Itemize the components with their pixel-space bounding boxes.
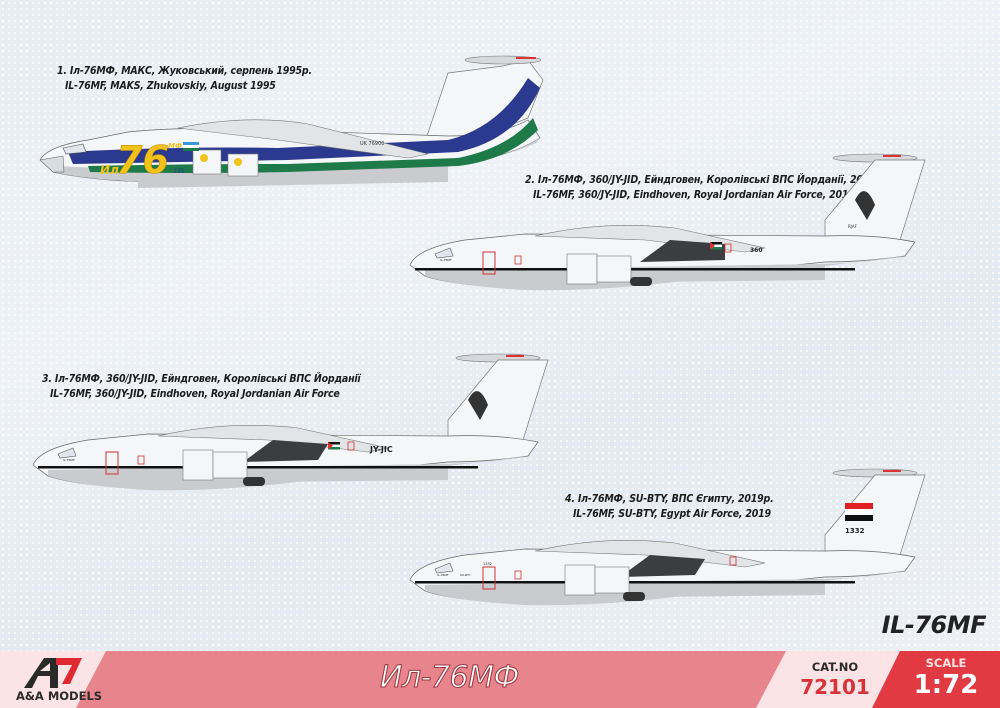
nose-type-text: IL-76MF: [63, 458, 75, 462]
tail-text: RJAF: [848, 224, 858, 229]
nose-type-text: IL-76MF: [437, 573, 449, 577]
side-number: 335: [173, 168, 185, 175]
mf-suffix-marking: МФ: [168, 142, 182, 150]
registration-marking: JY-JIC: [369, 445, 393, 454]
caption-english: IL-76MF, MAKS, Zhukovskiy, August 1995: [65, 80, 276, 92]
tail-number: 360: [750, 247, 763, 254]
catalog-number: 72101: [800, 675, 870, 699]
aircraft-profile-1: 76 Ил МФ UK 76900 335: [39, 55, 544, 188]
scheme-4-caption: 4. Іл-76МФ, SU-BTY, ВПС Єгипту, 2019р. I…: [565, 492, 774, 522]
tail-number: 1332: [845, 527, 865, 535]
aircraft-profile-4: 1332 1332 IL-76MF SU-BTY: [409, 468, 926, 606]
scheme-3-caption: 3. Іл-76МФ, 360/JY-JID, Ейндговен, Корол…: [42, 372, 361, 402]
caption-ukrainian: 2. Іл-76МФ, 360/JY-JID, Ейндговен, Корол…: [525, 174, 886, 186]
product-name-band: [76, 651, 786, 708]
catalog-label: CAT.NO: [811, 660, 859, 674]
brand-name: A&A MODELS: [16, 689, 103, 703]
caption-english: IL-76MF, SU-BTY, Egypt Air Force, 2019: [573, 508, 771, 520]
scale-label: SCALE: [925, 656, 967, 670]
caption-ukrainian: 3. Іл-76МФ, 360/JY-JID, Ейндговен, Корол…: [42, 373, 361, 385]
product-name: Ил-76МФ: [380, 660, 520, 696]
caption-english: IL-76MF, 360/JY-JID, Eindhoven, Royal Jo…: [50, 388, 340, 400]
big-76-marking: 76: [116, 138, 169, 182]
aircraft-type-title: IL-76MF: [881, 611, 987, 639]
scheme-1-caption: 1. Іл-76МФ, МАКС, Жуковський, серпень 19…: [57, 64, 312, 94]
caption-english: IL-76MF, 360/JY-JID, Eindhoven, Royal Jo…: [533, 189, 855, 201]
scale-value: 1:72: [913, 670, 979, 700]
registration-marking: UK 76900: [360, 141, 384, 147]
scheme-2-caption: 2. Іл-76МФ, 360/JY-JID, Ейндговен, Корол…: [525, 173, 886, 203]
registration-marking: SU-BTY: [460, 573, 471, 577]
il-prefix-marking: Ил: [100, 163, 119, 177]
door-number: 1332: [483, 562, 492, 566]
caption-ukrainian: 1. Іл-76МФ, МАКС, Жуковський, серпень 19…: [57, 65, 312, 77]
aa-models-logo-icon: [24, 658, 82, 688]
aircraft-profile-2: 360 IL-76MF RJAF: [409, 153, 926, 291]
caption-ukrainian: 4. Іл-76МФ, SU-BTY, ВПС Єгипту, 2019р.: [565, 493, 774, 505]
aircraft-profile-3: JY-JIC IL-76MF: [32, 353, 549, 491]
nose-type-text: IL-76MF: [440, 258, 452, 262]
